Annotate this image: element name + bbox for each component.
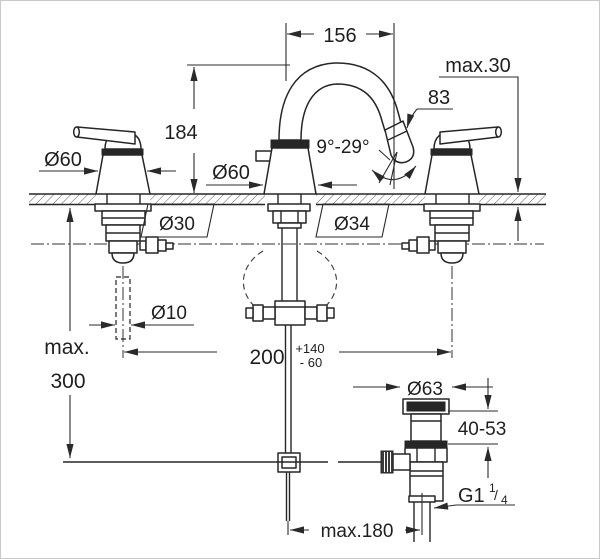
label-center-distance: 200 bbox=[249, 346, 284, 369]
label-waste-flange-dia: Ø63 bbox=[407, 379, 443, 400]
label-thread-num: 1 bbox=[489, 481, 496, 495]
label-spout-height: 184 bbox=[164, 122, 197, 144]
spout-aerator bbox=[384, 120, 415, 164]
spout bbox=[242, 62, 415, 326]
label-center-distance-tol-plus: +140 bbox=[295, 341, 324, 356]
locknut bbox=[404, 447, 448, 463]
label-spout-reach: 156 bbox=[323, 25, 356, 47]
flex-hose-left bbox=[242, 250, 264, 308]
dimension-lines bbox=[39, 23, 522, 535]
label-spout-hole-dia: Ø34 bbox=[334, 214, 370, 235]
label-outlet-height: 83 bbox=[428, 87, 450, 109]
label-handle-hole-dia: Ø30 bbox=[159, 214, 195, 235]
label-depth-value: 300 bbox=[50, 370, 85, 393]
lever-port bbox=[392, 453, 411, 471]
label-depth-prefix: max. bbox=[44, 336, 90, 359]
tee-connector bbox=[274, 300, 306, 326]
label-stud-dia: Ø10 bbox=[151, 303, 187, 324]
label-handle-base-dia: Ø60 bbox=[44, 149, 82, 171]
left-handle bbox=[72, 126, 174, 358]
label-thread-slash: / bbox=[494, 487, 498, 503]
label-thread-g: G1 bbox=[458, 485, 485, 507]
label-clamp-range: 40-53 bbox=[458, 419, 507, 440]
popup-rod-linkage bbox=[63, 325, 393, 521]
label-spout-base-dia: Ø60 bbox=[212, 162, 250, 184]
label-deck-thickness: max.30 bbox=[445, 55, 511, 77]
popup-waste bbox=[380, 398, 450, 542]
label-rod-reach: max.180 bbox=[321, 521, 394, 542]
dimension-labels: 156 max.30 83 184 9°-29° Ø60 Ø60 Ø30 Ø34… bbox=[44, 25, 511, 542]
flex-hose-right bbox=[316, 250, 338, 308]
label-center-distance-tol-minus: - 60 bbox=[300, 355, 322, 370]
label-thread-den: 4 bbox=[501, 493, 508, 507]
label-outlet-angle: 9°-29° bbox=[316, 137, 369, 158]
right-handle bbox=[401, 126, 503, 358]
